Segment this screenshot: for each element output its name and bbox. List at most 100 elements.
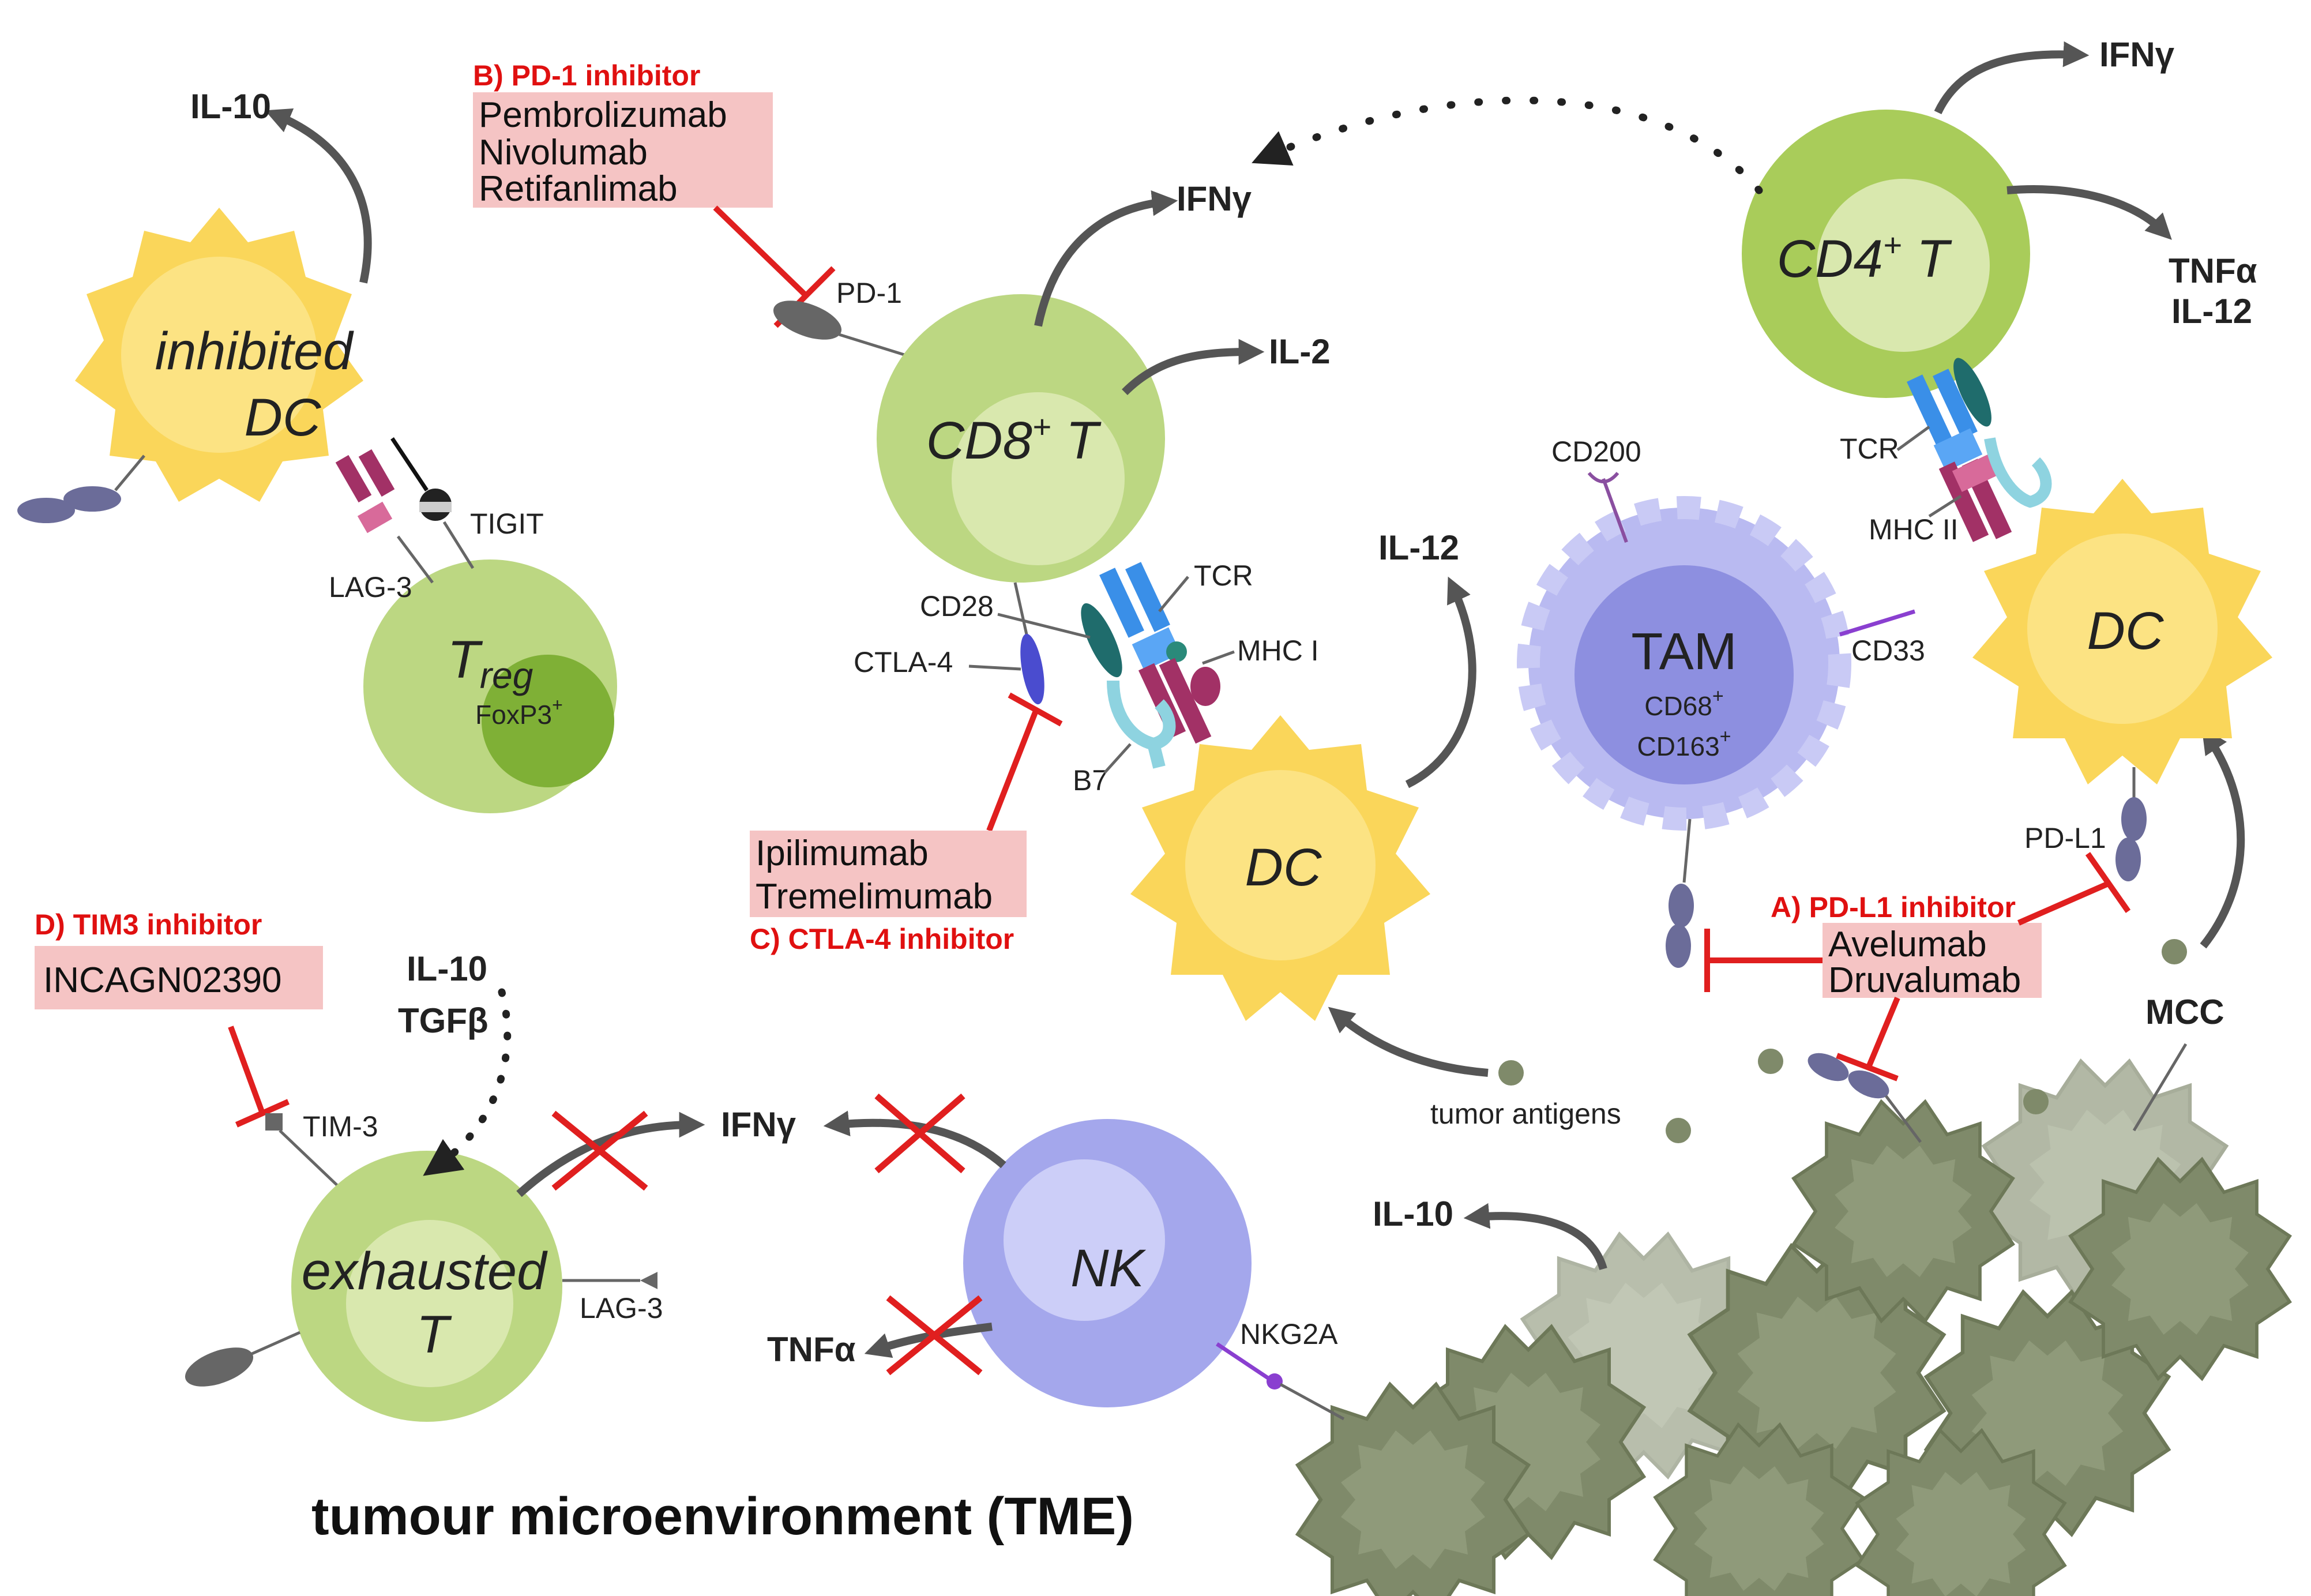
tigit-label: TIGIT xyxy=(470,508,544,540)
pd1-drug-3: Retifanlimab xyxy=(479,169,678,209)
tam-pdl1-receptor xyxy=(1666,818,1694,968)
b7-pointer xyxy=(1103,743,1132,774)
treg-cell xyxy=(363,559,617,813)
ifng-cd8-arrow xyxy=(1034,190,1178,327)
tnfa-cd4-arrow xyxy=(2006,185,2172,240)
tam-cd68-label: CD68+ xyxy=(1644,685,1723,721)
pd1-label: PD-1 xyxy=(836,277,902,309)
lag3-exhausted-receptor xyxy=(562,1272,657,1289)
il10-dc-label: IL-10 xyxy=(190,87,271,126)
tcr-cd8-pointer xyxy=(1158,576,1189,613)
cd28-pointer xyxy=(997,613,1091,639)
cd4-label: CD4+ T xyxy=(1777,227,1952,288)
pd1-drug-1: Pembrolizumab xyxy=(479,95,727,135)
ctla4-inhibitor-title: C) CTLA-4 inhibitor xyxy=(750,923,1014,955)
cd4-tcr-mhc2-complex xyxy=(1907,358,2052,542)
tim3-inhibition-line xyxy=(228,1026,265,1114)
pd1-inhibitor-title: B) PD-1 inhibitor xyxy=(473,59,700,92)
ctla4-inhibition-bar xyxy=(1008,692,1063,727)
tumor-antigen-dot xyxy=(1666,1118,1691,1143)
inhibited-dc-label-line1: inhibited xyxy=(155,322,355,381)
nk-ifng-x2 xyxy=(874,1093,965,1174)
il10-mcc-label: IL-10 xyxy=(1373,1195,1453,1233)
dc-right-cell xyxy=(1972,479,2272,784)
tim3-receptor xyxy=(265,1113,341,1189)
il10-exh-label: IL-10 xyxy=(407,949,487,988)
ctla4-drug-2: Tremelimumab xyxy=(756,877,993,917)
il2-arrow xyxy=(1122,339,1265,395)
mhc1-pointer xyxy=(1202,650,1235,665)
inhibited-dc-cell xyxy=(75,208,363,502)
nk-cell xyxy=(963,1119,1252,1407)
mcc-pdl1-receptor xyxy=(1808,1053,1922,1143)
exhausted-label-line2: T xyxy=(416,1305,452,1364)
pdl1-drug-2: Druvalumab xyxy=(1828,960,2021,1000)
pd1-drug-box xyxy=(473,92,773,208)
pdl1-dc-inhibition-bar xyxy=(2085,852,2131,913)
pd1-drug-2: Nivolumab xyxy=(479,133,648,172)
pdl1-label: PD-L1 xyxy=(2024,822,2106,854)
il12-cd4-label: IL-12 xyxy=(2171,292,2252,331)
cd4-to-ifng-dotted-arrow xyxy=(1252,96,1763,194)
pdl1-dc-receptor xyxy=(2115,767,2147,881)
inhibited-dc-receptor xyxy=(17,455,145,523)
cd8-t-cell xyxy=(877,294,1165,583)
mhc2-pointer xyxy=(1928,494,1962,518)
mcc-pointer xyxy=(2132,1043,2188,1132)
ifng-exh-arrow xyxy=(516,1111,705,1197)
tim3-drug-1: INCAGN02390 xyxy=(43,960,282,1000)
diagram-title: tumour microenvironment (TME) xyxy=(311,1487,1134,1546)
cd33-label: CD33 xyxy=(1851,634,1925,667)
il10-tgfb-dotted-arrow xyxy=(423,988,512,1176)
dc-right-label: DC xyxy=(2087,602,2164,660)
tcr-cd4-label: TCR xyxy=(1840,433,1899,465)
cd28-b7-complex xyxy=(1081,603,1176,769)
cd200-receptor xyxy=(1587,472,1628,543)
nk-tnfa-x2 xyxy=(886,1295,983,1376)
antigen-to-dc-right-arrow xyxy=(2200,727,2245,949)
mcc-label: MCC xyxy=(2145,993,2224,1031)
tumor-antigen-dot xyxy=(2162,939,2187,964)
tcr-cd4-pointer xyxy=(1896,425,1930,452)
tim3-drug-box xyxy=(35,946,323,1009)
pdl1-dc-inhibition-line xyxy=(2017,880,2113,926)
foxp3-label: FoxP3+ xyxy=(475,694,563,730)
mhc1-label: MHC I xyxy=(1237,634,1319,667)
tnfa-cd4-label: TNFα xyxy=(2169,251,2257,290)
nk-ifng-arrow xyxy=(823,1110,1006,1169)
b7-label: B7 xyxy=(1073,764,1108,797)
exhausted-label-line1: exhausted xyxy=(302,1242,548,1301)
ctla4-drug-1: Ipilimumab xyxy=(756,833,929,873)
il12-dc-label: IL-12 xyxy=(1378,528,1459,567)
ifng-cd4-label: IFNγ xyxy=(2099,35,2175,74)
ctla4-drug-box xyxy=(750,831,1027,917)
pdl1-drug-1: Avelumab xyxy=(1828,925,1987,964)
il10-mcc-arrow xyxy=(1463,1203,1607,1271)
ifng-cd4-arrow xyxy=(1934,41,2090,115)
ifng-exh-label: IFNγ xyxy=(721,1105,796,1144)
cd28-label: CD28 xyxy=(920,590,994,622)
tumor-antigen-dot xyxy=(1758,1049,1783,1074)
nk-label: NK xyxy=(1070,1239,1146,1298)
lag3-exhausted-label: LAG-3 xyxy=(580,1292,663,1324)
pd1-inhibition-line xyxy=(713,205,807,296)
tumor-antigen-dot xyxy=(1498,1060,1524,1086)
ctla4-inhibition-line xyxy=(986,711,1038,832)
ctla4-receptor xyxy=(1013,582,1044,705)
tam-cd163-label: CD163+ xyxy=(1637,726,1731,761)
tim3-label: TIM-3 xyxy=(303,1110,378,1143)
cd200-label: CD200 xyxy=(1551,435,1641,468)
inhibited-dc-label-line2: DC xyxy=(245,388,321,447)
tcr-cd8-label: TCR xyxy=(1194,559,1253,592)
treg-label: Treg xyxy=(448,630,533,696)
ifng-exh-x2 xyxy=(551,1110,648,1191)
lag3-treg-label: LAG-3 xyxy=(329,571,412,603)
tim3-inhibition-bar xyxy=(235,1099,290,1128)
dc-center-label: DC xyxy=(1245,838,1322,897)
ctla4-label: CTLA-4 xyxy=(854,646,953,678)
cd4-t-cell xyxy=(1742,110,2030,398)
dc-center-cell xyxy=(1130,715,1430,1021)
antigen-to-dc-arrow xyxy=(1328,1007,1489,1077)
ifng-cd8-label: IFNγ xyxy=(1177,179,1252,218)
